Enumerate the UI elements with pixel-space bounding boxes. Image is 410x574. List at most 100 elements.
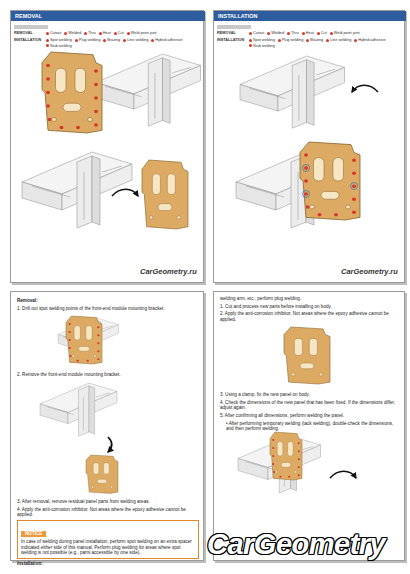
watermark: CarGeometry xyxy=(207,528,385,561)
legend-text: Thru xyxy=(291,31,299,36)
legend-text: Heat xyxy=(306,31,314,36)
legend-swatch xyxy=(249,32,252,35)
weld-mark xyxy=(303,191,310,198)
legend-text: Hybrid adhesive xyxy=(358,38,385,43)
legend-text: Stub welding xyxy=(50,44,72,49)
installation-illustration xyxy=(236,56,378,228)
step-text: 2. Apply the anti-corrosion inhibitor. N… xyxy=(220,311,400,322)
legend-entry: Thru xyxy=(84,31,96,36)
legend-swatch xyxy=(249,44,252,47)
move-arrow xyxy=(112,189,138,196)
legend-entry: Thru xyxy=(287,31,299,36)
legend-swatch xyxy=(326,39,329,42)
bracket-panel xyxy=(300,142,360,220)
legend-swatch xyxy=(287,32,290,35)
weld-mark xyxy=(303,165,310,172)
section-header: REMOVAL xyxy=(11,11,205,21)
bracket-panel xyxy=(284,327,330,384)
legend-swatch xyxy=(278,39,281,42)
legend-swatch xyxy=(317,32,320,35)
legend-entry: Heat xyxy=(99,31,111,36)
legend-swatch xyxy=(46,44,49,47)
legend-swatch xyxy=(103,39,106,42)
legend-swatch xyxy=(249,39,252,42)
legend-text: Brazing xyxy=(310,38,323,43)
notice-heading: NOTICE xyxy=(21,531,46,538)
legend-text: Cut xyxy=(118,31,124,36)
weld-points xyxy=(68,323,99,362)
legend-text: Spot welding xyxy=(253,38,275,43)
weld-mark xyxy=(351,183,358,190)
legend-entry: Brazing xyxy=(103,38,120,43)
removal-steps-illustration xyxy=(40,316,119,493)
legend-entry: Cut xyxy=(114,31,124,36)
legend-text: Stub welding xyxy=(253,44,275,49)
body-structure xyxy=(240,56,345,128)
step-text: 4. Check the dimensions of the new panel… xyxy=(220,400,400,411)
watermark: CarGeometry.ru xyxy=(341,267,398,276)
legend-text: Cutout xyxy=(50,31,61,36)
legend-text: Plug welding xyxy=(282,38,304,43)
move-arrow xyxy=(108,437,112,452)
manual-page-panel: welding arm, etc.; perform plug welding.… xyxy=(213,291,405,561)
legend-swatch xyxy=(302,32,305,35)
legend-entry: Plug welding xyxy=(75,38,101,43)
legend-text: Line welding xyxy=(330,38,351,43)
legend-entry: Hybrid adhesive xyxy=(151,38,182,43)
legend-swatch xyxy=(99,32,102,35)
legend-entry: Spot welding xyxy=(249,38,275,43)
legend-text: Weld point joint xyxy=(334,31,360,36)
legend-entry: Brazing xyxy=(306,38,323,43)
step-text: 3. Using a clamp, fix the new panel on b… xyxy=(220,392,400,398)
legend-swatch xyxy=(127,32,130,35)
weld-points xyxy=(304,153,356,216)
legend-swatch xyxy=(84,32,87,35)
step-text: welding arm, etc.; perform plug welding. xyxy=(220,296,400,302)
legend-entry: Welded xyxy=(267,31,284,36)
manual-page-panel: INSTALLATION xyxy=(213,10,405,283)
step-text: 3. After removal, remove residual panel … xyxy=(17,499,199,505)
bullet-text: • After performing temporary welding (ta… xyxy=(226,421,400,432)
legend-entry: Cutout xyxy=(46,31,61,36)
legend-entry: Plug welding xyxy=(278,38,304,43)
installation-steps-illustration xyxy=(238,327,356,493)
legend-text: Weld point joint xyxy=(131,31,157,36)
legend-text: Cut xyxy=(321,31,327,36)
bracket-panel xyxy=(86,455,118,493)
step-text: 1. Cut and process new parts before inst… xyxy=(220,304,400,310)
step-text: 4. Apply the anti-corrosion inhibitor. N… xyxy=(17,507,199,518)
move-arrow xyxy=(352,85,378,92)
legend-text: Hybrid adhesive xyxy=(155,38,182,43)
legend-entry: Weld point joint xyxy=(330,31,360,36)
legend-row-heading: REMOVAL xyxy=(217,31,236,35)
legend-row: Spot welding Plug welding Brazing Line weld… xyxy=(249,38,401,48)
legend-text: Line welding xyxy=(127,38,148,43)
legend-text: Welded xyxy=(68,31,81,36)
legend-text: Plug welding xyxy=(79,38,101,43)
legend-entry: Hybrid adhesive xyxy=(354,38,385,43)
legend-row-heading: INSTALLATION xyxy=(14,38,41,42)
legend-entry: Spot welding xyxy=(46,38,72,43)
legend-swatch xyxy=(46,32,49,35)
legend-entry: Cut xyxy=(317,31,327,36)
legend-row: Cutout WeldedThruHeat Cut Weld point joint xyxy=(46,31,200,36)
legend-entry: Stub welding xyxy=(46,44,72,49)
legend-entry: Line welding xyxy=(123,38,148,43)
body-structure xyxy=(40,383,117,436)
legend-row: CutoutWelded Thru Heat Cut Weld point joint xyxy=(249,31,401,36)
section-heading: Installation: xyxy=(17,561,199,567)
legend-entry: Cutout xyxy=(249,31,264,36)
legend-swatch xyxy=(354,39,357,42)
weld-points xyxy=(272,439,300,478)
step-text: 2. Remove the front-end module mounting … xyxy=(17,372,199,378)
legend-entry: Line welding xyxy=(326,38,351,43)
legend-swatch xyxy=(46,39,49,42)
legend-entry: Weld point joint xyxy=(127,31,157,36)
body-structure xyxy=(22,152,132,228)
legend-swatch xyxy=(306,39,309,42)
section-heading: Removal: xyxy=(17,298,199,304)
legend-entry: Welded xyxy=(64,31,81,36)
